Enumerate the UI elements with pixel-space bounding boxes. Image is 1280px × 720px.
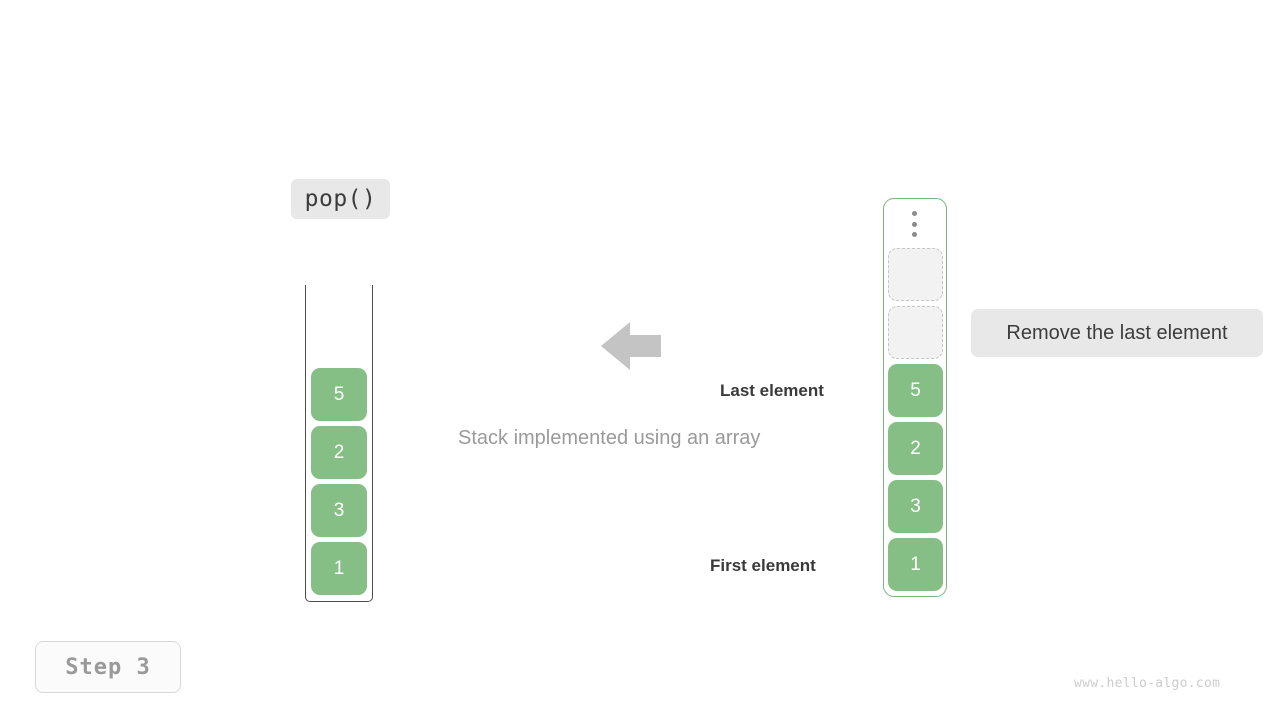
stack-cell: 2 — [311, 426, 367, 479]
stack-cell: 3 — [311, 484, 367, 537]
array-slot: 3 — [888, 480, 943, 533]
annotation-first-element: First element — [710, 556, 816, 575]
tooltip-remove-last-element: Remove the last element — [971, 309, 1263, 357]
step-badge: Step 3 — [35, 641, 181, 693]
vertical-ellipsis-icon — [909, 211, 919, 237]
stack-cell: 5 — [311, 368, 367, 421]
stack-cell: 1 — [311, 542, 367, 595]
array-slot-empty — [888, 248, 943, 301]
operation-label: pop() — [291, 179, 390, 219]
array-slot: 2 — [888, 422, 943, 475]
left-stack-cells: 5 2 3 1 — [311, 363, 367, 595]
array-slot: 5 — [888, 364, 943, 417]
array-slot-empty — [888, 306, 943, 359]
diagram-caption: Stack implemented using an array — [458, 427, 761, 449]
left-stack-container — [305, 285, 373, 602]
arrow-left-icon — [601, 320, 661, 372]
annotation-last-element: Last element — [720, 381, 824, 400]
right-stack-cells: 5 2 3 1 — [888, 248, 943, 591]
watermark: www.hello-algo.com — [1074, 676, 1221, 691]
array-slot: 1 — [888, 538, 943, 591]
